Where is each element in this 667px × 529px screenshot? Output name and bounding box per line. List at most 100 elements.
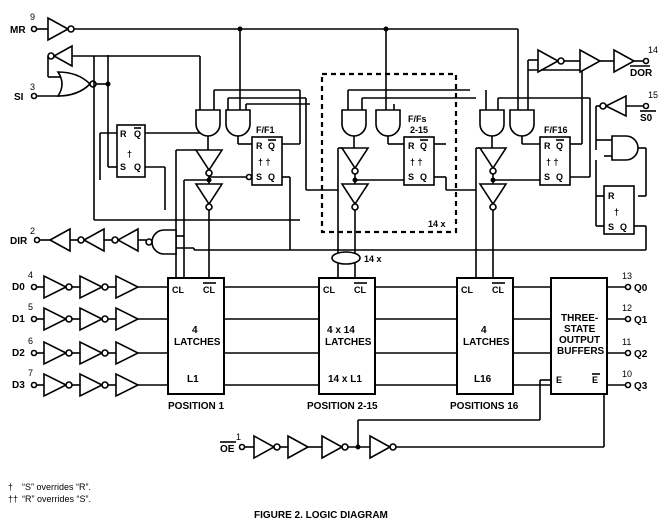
output-ff-q: Q bbox=[620, 222, 627, 232]
note2-text: “R” overrides “S”. bbox=[22, 494, 91, 504]
ff1-s: S bbox=[256, 172, 262, 182]
ffs-q: Q bbox=[420, 172, 427, 182]
position-16-label: POSITIONS 16 bbox=[450, 401, 519, 412]
so-pin-number: 15 bbox=[648, 90, 658, 100]
mr-buffer bbox=[47, 16, 75, 42]
ff1-qbar: Q bbox=[268, 141, 275, 151]
input-ff-q: Q bbox=[134, 162, 141, 172]
position16-buffers bbox=[478, 147, 508, 211]
output-ff-s: S bbox=[608, 222, 614, 232]
lm-sub: LATCHES bbox=[325, 337, 372, 348]
dir-pin-number: 2 bbox=[30, 226, 35, 236]
lm-id: 14 x L1 bbox=[328, 374, 362, 385]
feedback-inverter bbox=[47, 44, 73, 68]
ff1-r: R bbox=[256, 141, 263, 151]
output-and-gate bbox=[611, 135, 639, 161]
buffers-line4: BUFFERS bbox=[557, 346, 605, 357]
d1-input: 5 D1 bbox=[12, 302, 38, 325]
input-ff-r: R bbox=[120, 129, 127, 139]
d2-input: 6 D2 bbox=[12, 336, 38, 359]
input-ff-qbar: Q bbox=[134, 129, 141, 139]
q3-pin-label: Q3 bbox=[634, 381, 648, 392]
input-ff-s: S bbox=[120, 162, 126, 172]
note1-symbol: † bbox=[8, 482, 13, 492]
si-pin: 3 SI bbox=[14, 82, 60, 103]
ffs-range: 2-15 bbox=[410, 125, 428, 135]
buffers-line1: THREE- bbox=[561, 313, 598, 324]
oe-buffer-chain bbox=[253, 434, 397, 460]
l16-id: L16 bbox=[474, 374, 492, 385]
output-flip-flop: R † S Q bbox=[603, 185, 635, 235]
multiplier-ellipse bbox=[331, 251, 361, 265]
d1-buffer-2 bbox=[79, 306, 104, 332]
q0-output: 13 Q0 bbox=[607, 271, 648, 294]
q3-output: 10 Q3 bbox=[607, 369, 648, 392]
ffs-s: S bbox=[408, 172, 414, 182]
d2-buffer-1 bbox=[43, 340, 68, 366]
lm-clbar: CL bbox=[354, 285, 366, 295]
positions-2-15-box bbox=[320, 72, 458, 234]
l16-clbar: CL bbox=[492, 285, 504, 295]
latch-data-bus bbox=[224, 286, 551, 386]
d2-buffer-2 bbox=[79, 340, 104, 366]
oe-pin-label: OE bbox=[220, 444, 235, 455]
multiplier-label: 14 x bbox=[364, 254, 382, 264]
so-pin: 15 S0 bbox=[640, 90, 658, 124]
output-ff-dagger: † bbox=[614, 207, 619, 217]
so-inverter bbox=[599, 94, 627, 118]
ffs-ddagger: † † bbox=[410, 157, 423, 167]
figure-caption: FIGURE 2. LOGIC DIAGRAM bbox=[254, 510, 388, 521]
l16-title: 4 bbox=[481, 325, 487, 336]
q1-output: 12 Q1 bbox=[607, 303, 648, 326]
output-ff-r: R bbox=[608, 191, 615, 201]
dor-buffer-chain bbox=[537, 48, 636, 74]
l1-title: 4 bbox=[192, 325, 198, 336]
l1-clbar: CL bbox=[203, 285, 215, 295]
mr-pin-label: MR bbox=[10, 25, 26, 36]
input-flip-flop: R Q † S Q bbox=[116, 124, 146, 178]
q2-pin-label: Q2 bbox=[634, 349, 648, 360]
l16-cl: CL bbox=[461, 285, 473, 295]
so-pin-label: S0 bbox=[640, 113, 653, 124]
position16-and-gates bbox=[479, 109, 535, 137]
d0-buffer-2 bbox=[79, 274, 104, 300]
d3-input: 7 D3 bbox=[12, 368, 38, 391]
l1-sub: LATCHES bbox=[174, 337, 221, 348]
position1-and-gates bbox=[195, 109, 251, 137]
input-ff-dagger: † bbox=[127, 149, 132, 159]
mid-and-gates bbox=[341, 109, 401, 137]
d1-buffer-1 bbox=[43, 306, 68, 332]
d3-buffer-3 bbox=[115, 372, 140, 398]
l1-cl: CL bbox=[172, 285, 184, 295]
ff16-flip-flop: F/F16 R Q † † S Q bbox=[539, 125, 571, 186]
q0-pin-label: Q0 bbox=[634, 283, 648, 294]
box-multiplier: 14 x bbox=[428, 219, 446, 229]
si-or-gate bbox=[56, 71, 97, 97]
q1-pin-number: 12 bbox=[622, 303, 632, 313]
oe-pin: 1 OE bbox=[220, 432, 246, 455]
d2-pin-number: 6 bbox=[28, 336, 33, 346]
buffers-line2: STATE bbox=[564, 324, 596, 335]
d1-buffer-3 bbox=[115, 306, 140, 332]
lm-cl: CL bbox=[323, 285, 335, 295]
note1-text: “S” overrides “R”. bbox=[22, 482, 91, 492]
q0-pin-number: 13 bbox=[622, 271, 632, 281]
d3-pin-label: D3 bbox=[12, 380, 25, 391]
d1-pin-number: 5 bbox=[28, 302, 33, 312]
dor-pin-number: 14 bbox=[648, 45, 658, 55]
ff1-ddagger: † † bbox=[258, 157, 271, 167]
oe-pin-number: 1 bbox=[236, 432, 241, 442]
si-pin-label: SI bbox=[14, 92, 24, 103]
ffs-r: R bbox=[408, 141, 415, 151]
mid-buffers bbox=[340, 147, 370, 211]
si-pin-number: 3 bbox=[30, 82, 35, 92]
ff16-ddagger: † † bbox=[546, 157, 559, 167]
position-1-label: POSITION 1 bbox=[168, 401, 225, 412]
note2-symbol: †† bbox=[8, 494, 18, 504]
ff1-flip-flop: F/F1 R Q † † S Q bbox=[251, 125, 283, 186]
buffers-line3: OUTPUT bbox=[559, 335, 600, 346]
ff1-q: Q bbox=[268, 172, 275, 182]
latch-block-l16: CL CL 4 LATCHES L16 bbox=[456, 277, 514, 395]
ff16-q: Q bbox=[556, 172, 563, 182]
